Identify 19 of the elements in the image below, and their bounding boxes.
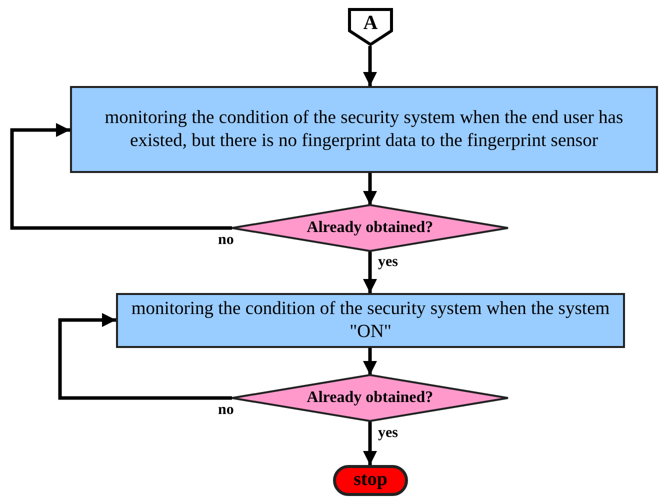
off-page-connector (348, 8, 393, 46)
arrow (10, 123, 232, 230)
arrow (363, 173, 377, 205)
process-box (116, 293, 625, 348)
terminator-text: stop (354, 469, 388, 492)
process-box (70, 86, 658, 173)
arrow (58, 313, 232, 400)
terminator (333, 465, 408, 496)
decision-diamond (232, 205, 508, 251)
arrow (363, 46, 377, 86)
decision-diamond (232, 375, 508, 421)
decision-text: Already obtained? (306, 388, 434, 408)
decision-text: Already obtained? (306, 218, 434, 238)
box-text: monitoring the condition of the security system when the end user has existed, but there is no fingerprint data to the fingerprint sensor (104, 107, 624, 152)
arrow (363, 348, 377, 375)
box-text: monitoring the condition of the security system when the system "ON" (130, 298, 611, 343)
arrow (363, 251, 377, 293)
arrow (363, 421, 377, 465)
connector-label: A (363, 11, 378, 35)
